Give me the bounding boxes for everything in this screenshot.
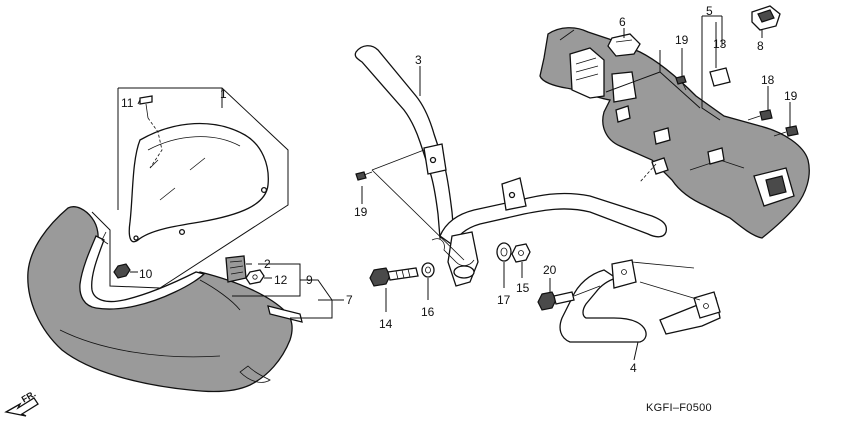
bolt-20 <box>537 285 601 311</box>
group-5-bracket-left <box>701 16 721 121</box>
nut-15 <box>511 243 531 263</box>
lower-bracket <box>559 259 721 343</box>
callout-7: 7 <box>346 293 353 307</box>
rear-cover <box>539 27 810 239</box>
callout-11: 11 <box>121 96 134 110</box>
washer-16 <box>421 262 435 278</box>
nut-10 <box>113 263 131 279</box>
callout-19a: 19 <box>354 205 368 219</box>
callout-3: 3 <box>415 53 422 67</box>
callout-20: 20 <box>543 263 557 277</box>
callout-6: 6 <box>619 15 626 29</box>
group-6-lead-b <box>659 71 701 109</box>
nut-12 <box>245 269 265 285</box>
front-cover <box>27 206 303 393</box>
callout-14: 14 <box>379 317 393 331</box>
callout-15: 15 <box>516 281 530 295</box>
windscreen <box>128 122 269 243</box>
callout-9: 9 <box>306 273 313 287</box>
clip-8 <box>751 5 781 31</box>
guide-19a <box>371 149 425 171</box>
callout-19b: 19 <box>675 33 689 47</box>
screw-19c <box>773 125 799 137</box>
callout-2: 2 <box>264 257 271 271</box>
callout-12: 12 <box>274 273 288 287</box>
grommet-2 <box>225 255 247 283</box>
bolt-14 <box>369 267 419 287</box>
callout-16: 16 <box>421 305 435 319</box>
callout-5: 5 <box>706 4 713 18</box>
cover-insert-6 <box>607 33 641 57</box>
screw-11 <box>139 95 163 169</box>
collar-17 <box>496 242 512 262</box>
callout-19c: 19 <box>784 89 798 103</box>
screw-19a <box>355 171 373 181</box>
callout-10: 10 <box>139 267 153 281</box>
diagram-code: KGFI–F0500 <box>646 402 712 414</box>
callout-1: 1 <box>220 87 227 101</box>
callout-13: 13 <box>713 37 727 51</box>
leader-lines <box>130 22 791 361</box>
callout-18: 18 <box>761 73 775 87</box>
callout-4: 4 <box>630 361 637 375</box>
emblem-13 <box>709 67 731 87</box>
callout-8: 8 <box>757 39 764 53</box>
screw-18 <box>747 109 773 121</box>
handlebar <box>354 45 668 287</box>
callouts: 1 2 3 4 5 6 7 8 9 10 11 12 13 14 15 16 1… <box>121 4 798 375</box>
guide-19a-b <box>371 169 465 261</box>
screw-19b <box>675 75 687 91</box>
callout-17: 17 <box>497 293 511 307</box>
front-direction-arrow: FR. <box>4 389 39 417</box>
